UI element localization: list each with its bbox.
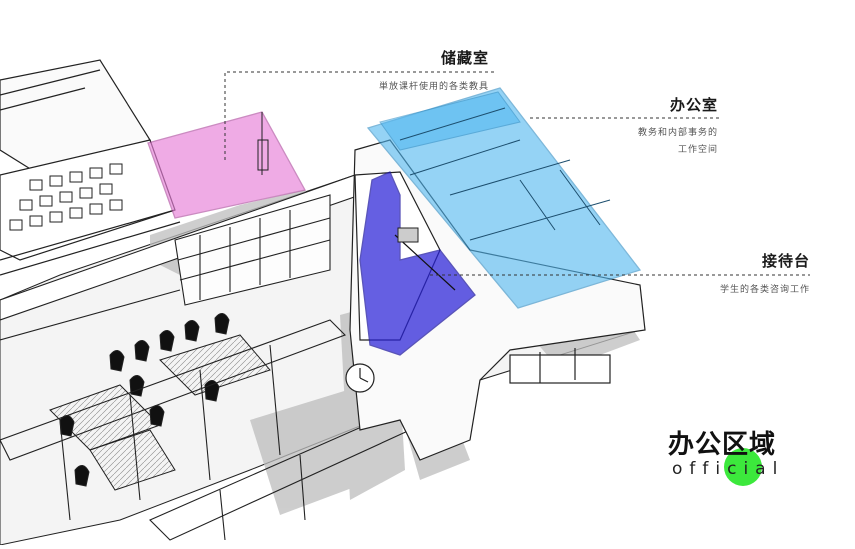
- office-desc-line2: 工作空间: [677, 145, 718, 155]
- storage-room-desc: 単放课杆使用的各类教具: [378, 82, 489, 92]
- reception-desc: 学生的各类咨询工作: [719, 285, 810, 295]
- storage-room-highlight: [147, 111, 306, 219]
- shelving-wall: [0, 174, 361, 341]
- zone-subtitle: official: [672, 459, 785, 479]
- reception-highlight: [359, 171, 476, 356]
- reception-title: 接待台: [761, 252, 810, 270]
- classroom-block: [0, 59, 181, 276]
- storage-room-title: 储藏室: [440, 49, 489, 67]
- leader-lines: [224, 71, 810, 276]
- zone-title: 办公区域: [668, 430, 777, 460]
- office-title: 办公室: [669, 96, 718, 114]
- accent-dot: [724, 448, 762, 486]
- office-desc-line1: 教务和内部事务的: [637, 128, 718, 138]
- office-highlight: [366, 87, 642, 309]
- lounge-furniture: [49, 313, 271, 491]
